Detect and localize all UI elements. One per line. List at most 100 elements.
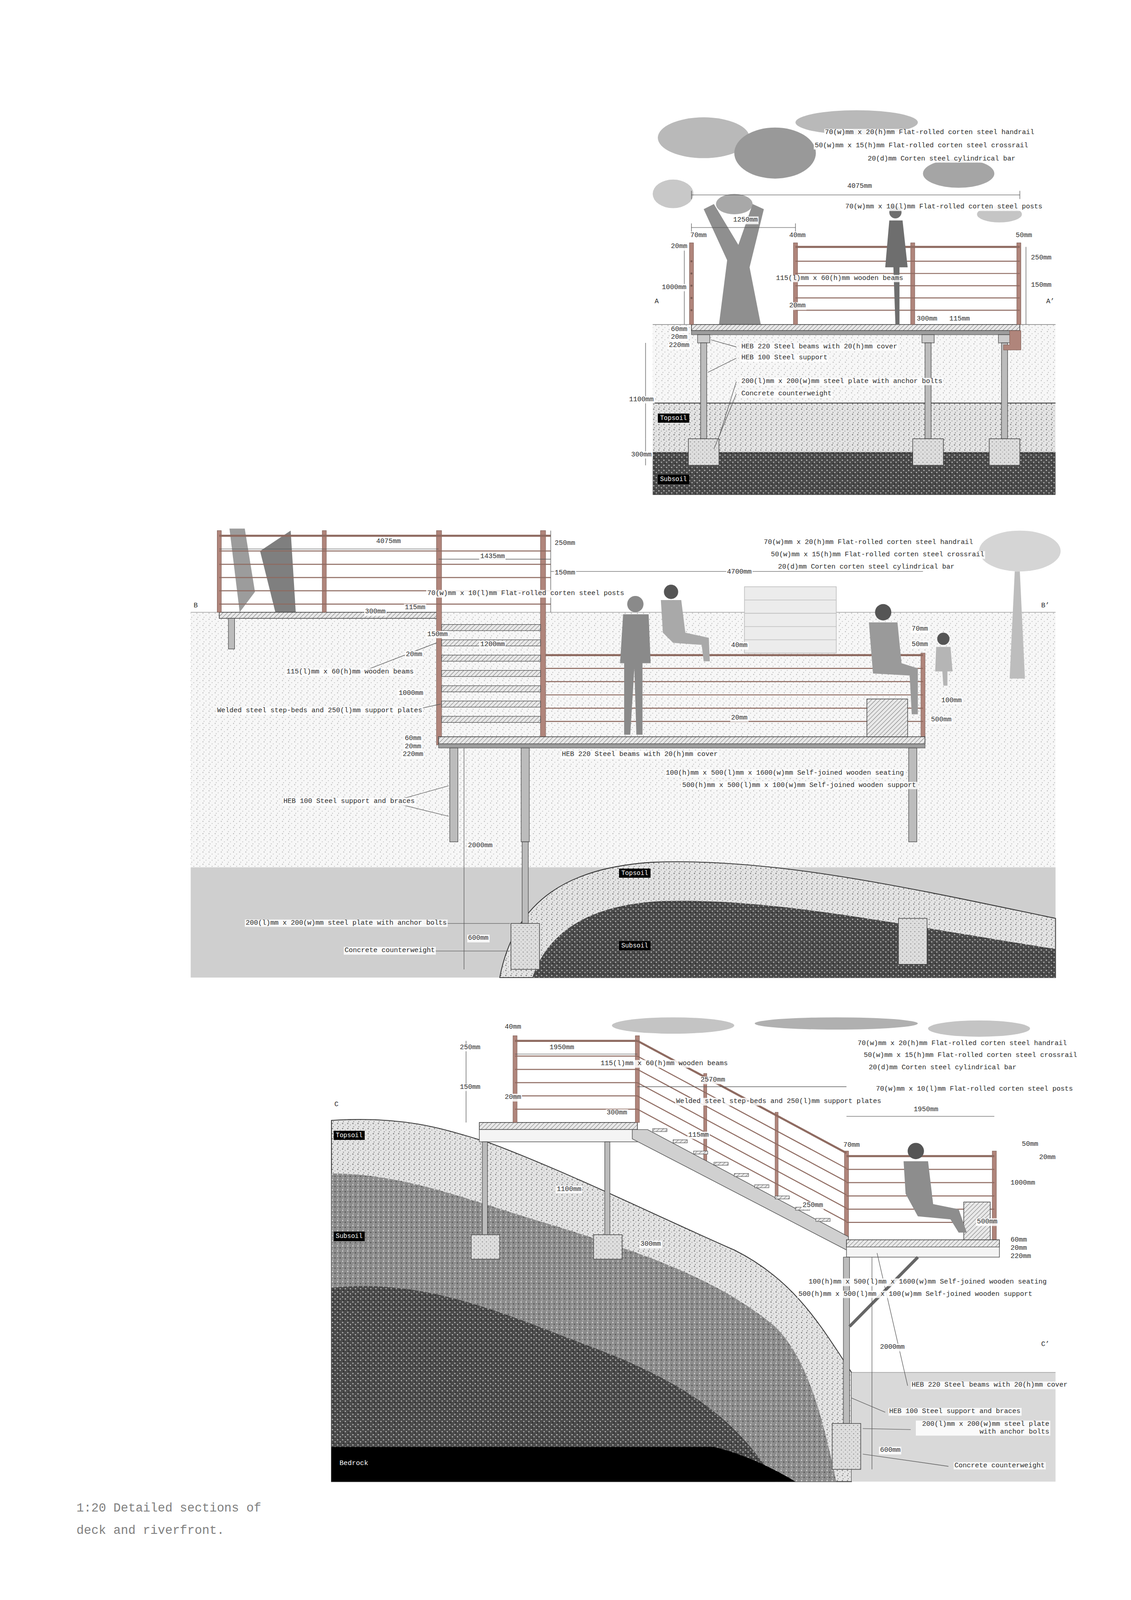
label-anchor: C’ [1040,1340,1051,1348]
callout-label: 200(l)mm x 200(w)mm steel plate with anc… [740,377,944,386]
callout-label: HEB 100 Steel support and braces [282,797,416,806]
dimension: 40mm [788,232,807,240]
dimension: 50mm [1014,232,1033,240]
label-anchor: 20mm [788,302,807,310]
dimension: 1250mm [732,216,759,225]
callout-label: 20(d)mm Corten corten steel cylindrical … [777,563,956,572]
label-anchor: Concrete counterweight [343,946,436,955]
label-anchor: 70mm [842,1141,861,1150]
label-anchor: 1100mm [555,1185,583,1193]
dimension: 115mm [687,1131,710,1140]
label-anchor: 70(w)mm x 20(h)mm Flat-rolled corten ste… [824,129,1036,137]
label-anchor: 20mm [1009,1244,1028,1253]
label-anchor: 1250mm [732,216,759,225]
label-anchor: 50mm [1014,232,1033,240]
label-anchor: HEB 220 Steel beams with 20(h)mm cover [740,342,899,351]
label-anchor: 20mm [730,714,749,723]
soil-tag: Subsoil [657,474,690,484]
callout-label: A’ [1045,298,1056,306]
dimension: 220mm [401,750,424,759]
dimension: 100mm [940,697,963,705]
label-anchor: 20mm [404,650,424,659]
dimension: 20mm [788,302,807,310]
label-anchor: 200(l)mm x 200(w)mm steel plate with anc… [740,377,944,386]
label-anchor: 300mm [915,315,939,324]
label-anchor: HEB 100 Steel support and braces [282,797,416,806]
callout-label: HEB 220 Steel beams with 20(h)mm cover [560,750,719,759]
section-a [645,110,1056,496]
callout-label: HEB 220 Steel beams with 20(h)mm cover [740,342,899,351]
label-anchor: 20mm [503,1093,522,1102]
dimension: 70mm [910,625,930,634]
label-anchor: 40mm [503,1023,522,1032]
label-anchor: 250mm [801,1201,824,1210]
soil-tag: Topsoil [657,413,690,423]
callout-label: 500(h)mm x 500(l)mm x 100(w)mm Self-join… [681,781,917,790]
label-anchor: 220mm [401,750,424,759]
soil-tag: Topsoil [619,868,651,878]
section-b [190,528,1061,978]
label-anchor: 150mm [1030,281,1053,290]
callout-label: A [653,298,660,306]
callout-label: 115(l)mm x 60(h)mm wooden beams [774,274,904,283]
label-anchor: Concrete counterweight [740,389,833,398]
callout-label: Welded steel step-beds and 250(l)mm supp… [675,1097,883,1106]
callout-label: 70(w)mm x 10(l)mm Flat-rolled corten ste… [874,1085,1074,1094]
label-anchor: 250mm [459,1043,482,1052]
label-anchor: 50(w)mm x 15(h)mm Flat-rolled corten ste… [862,1051,1079,1060]
caption: 1:20 Detailed sections of deck and river… [76,1497,278,1542]
dimension: 20mm [1038,1153,1057,1162]
callout-label: 50(w)mm x 15(h)mm Flat-rolled corten ste… [769,551,986,559]
dimension: 300mm [364,608,387,616]
dimension: 300mm [915,315,939,324]
label-anchor: 300mm [639,1240,662,1249]
soil-label: Topsoil [335,1131,363,1139]
dimension: 1950mm [912,1105,940,1114]
label-anchor: 500mm [976,1218,999,1226]
label-anchor: 600mm [467,934,490,943]
callout-label: Bedrock [338,1459,370,1468]
label-anchor: 115mm [687,1131,710,1140]
label-anchor: 220mm [1009,1252,1033,1261]
label-anchor: 40mm [788,232,807,240]
label-anchor: 70(w)mm x 10(l)mm Flat-rolled corten ste… [426,589,625,598]
callout-label: Concrete counterweight [953,1461,1046,1470]
label-anchor: 2000mm [467,841,494,850]
label-anchor: 100(h)mm x 500(l)mm x 1600(w)mm Self-joi… [807,1278,1048,1286]
dimension: 4075mm [375,537,402,546]
callout-label: 70(w)mm x 10(l)mm Flat-rolled corten ste… [426,589,625,598]
callout-label: 70(w)mm x 20(h)mm Flat-rolled corten ste… [762,538,974,547]
dimension: 70mm [689,232,708,240]
label-anchor: 60mm [670,325,689,334]
callout-label: C [333,1100,340,1109]
label-anchor: 200(l)mm x 200(w)mm steel plate with anc… [244,919,448,927]
label-anchor: 4700mm [726,568,753,577]
callout-label: 70(w)mm x 20(h)mm Flat-rolled corten ste… [856,1039,1068,1048]
callout-label: 20(d)mm Corten steel cylindrical bar [867,1063,1018,1072]
dimension: 50mm [910,640,930,649]
callout-label: Concrete counterweight [740,389,833,398]
label-anchor: 300mm [364,608,387,616]
label-anchor: 1435mm [479,552,506,561]
callout-label: C’ [1040,1340,1051,1348]
dimension: 220mm [1009,1252,1033,1261]
label-anchor: A [653,298,660,306]
label-anchor: 1200mm [479,640,506,649]
soil-label: Subsoil [335,1232,363,1240]
dimension: 150mm [426,630,449,639]
callout-label: 200(l)mm x 200(w)mm steel plate with anc… [244,919,448,927]
dimension: 1950mm [548,1043,576,1052]
dimension: 4075mm [846,182,873,191]
dimension: 250mm [553,539,577,548]
label-anchor: 1000mm [397,689,424,698]
label-anchor: 4075mm [846,182,873,191]
label-anchor: 115(l)mm x 60(h)mm wooden beams [599,1059,729,1068]
label-anchor: 300mm [630,451,653,460]
dimension: 20mm [1009,1244,1028,1253]
label-anchor: 50(w)mm x 15(h)mm Flat-rolled corten ste… [813,142,1029,150]
dimension: 2000mm [467,841,494,850]
label-anchor: 60mm [1009,1236,1028,1245]
label-anchor: Welded steel step-beds and 250(l)mm supp… [216,707,424,715]
dimension: 2000mm [878,1343,906,1352]
label-anchor: HEB 220 Steel beams with 20(h)mm cover [560,750,719,759]
